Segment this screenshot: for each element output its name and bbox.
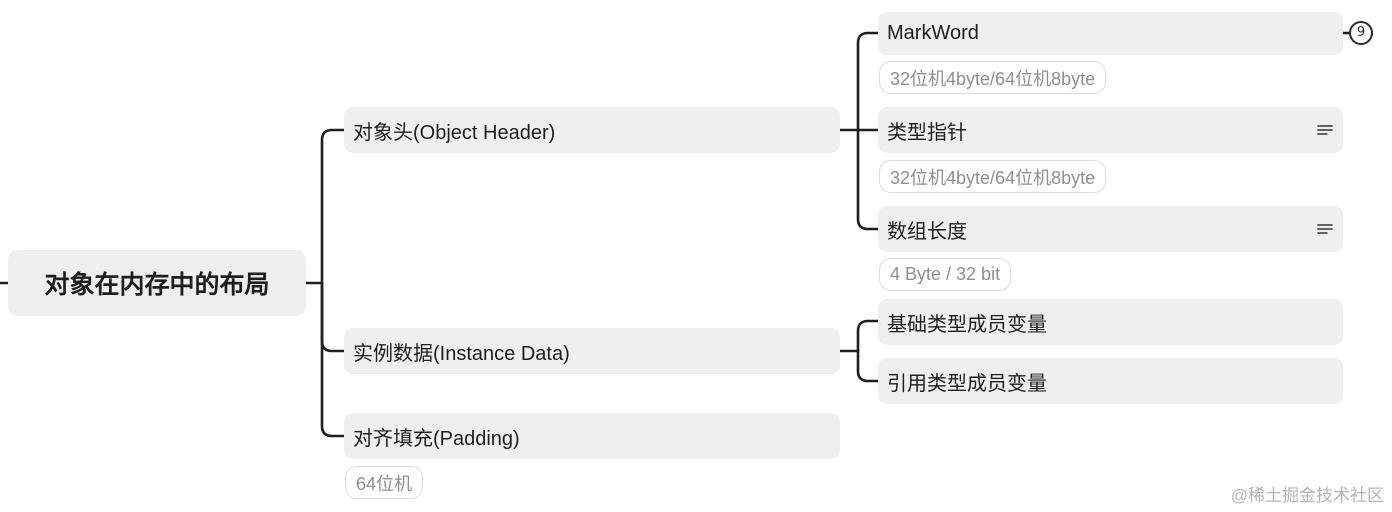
topic-type-pointer-label: 类型指针 [887,121,967,144]
notes-lines-icon[interactable] [1317,223,1333,235]
note-padding-text: 64位机 [356,473,413,494]
root-topic-label: 对象在内存中的布局 [44,271,270,299]
topic-array-length-label: 数组长度 [887,220,967,243]
topic-markword-label: MarkWord [887,22,979,44]
trunk-padding [320,281,346,438]
topic-instance-data-label: 实例数据(Instance Data) [353,342,570,365]
topic-instance-data[interactable]: 实例数据(Instance Data) [344,328,840,374]
collapsed-count-text: 9 [1356,25,1366,40]
topic-reference-fields-label: 引用类型成员变量 [887,372,1047,395]
topic-array-length[interactable]: 数组长度 [878,206,1343,252]
branch-markword [856,31,880,132]
topic-reference-fields[interactable]: 引用类型成员变量 [878,358,1343,404]
note-type-pointer[interactable]: 32位机4byte/64位机8byte [879,160,1107,193]
topic-padding[interactable]: 对齐填充(Padding) [344,413,840,459]
trunk-object-header [320,128,346,285]
branch-primitive [856,319,880,353]
trunk-instance-data [320,281,346,353]
branch-array-length [856,128,880,231]
topic-markword[interactable]: MarkWord [878,12,1343,55]
topic-primitive-fields-label: 基础类型成员变量 [887,313,1047,336]
topic-primitive-fields[interactable]: 基础类型成员变量 [878,299,1343,345]
note-padding[interactable]: 64位机 [345,466,424,499]
topic-object-header-label: 对象头(Object Header) [353,121,556,144]
topic-object-header[interactable]: 对象头(Object Header) [344,107,840,153]
note-markword[interactable]: 32位机4byte/64位机8byte [879,61,1107,94]
branch-reference [856,349,880,383]
root-topic[interactable]: 对象在内存中的布局 [8,250,306,316]
note-markword-text: 32位机4byte/64位机8byte [890,68,1096,89]
note-type-pointer-text: 32位机4byte/64位机8byte [890,167,1096,188]
collapsed-count-badge[interactable]: 9 [1349,21,1373,45]
notes-lines-icon[interactable] [1317,124,1333,136]
note-array-length-text: 4 Byte / 32 bit [890,264,1001,284]
topic-padding-label: 对齐填充(Padding) [353,427,520,450]
watermark: @稀土掘金技术社区 [1230,486,1384,505]
note-array-length[interactable]: 4 Byte / 32 bit [879,258,1012,291]
topic-type-pointer[interactable]: 类型指针 [878,107,1343,153]
